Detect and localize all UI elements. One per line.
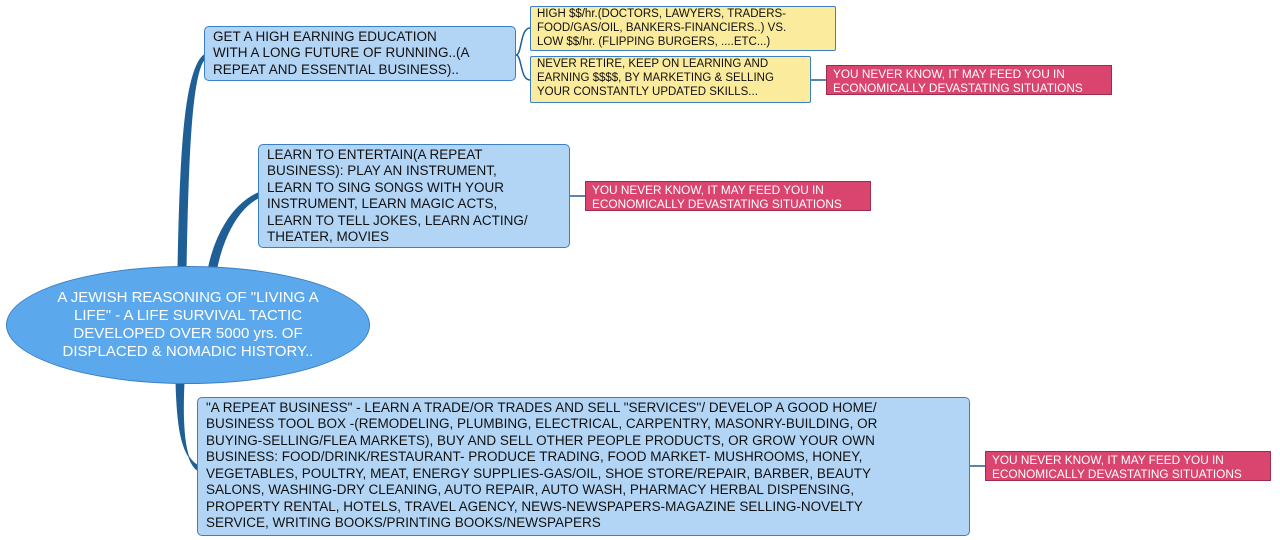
note-feed-you-2: YOU NEVER KNOW, IT MAY FEED YOU IN ECONO…: [585, 181, 871, 211]
leaf-high-vs-low-pay: HIGH $$/hr.(DOCTORS, LAWYERS, TRADERS- F…: [530, 6, 836, 51]
central-topic: A JEWISH REASONING OF "LIVING A LIFE" - …: [6, 266, 370, 384]
leaf-never-retire: NEVER RETIRE, KEEP ON LEARNING AND EARNI…: [530, 56, 811, 103]
connector-root-to-education: [177, 53, 205, 271]
connector-root-to-business: [175, 381, 198, 472]
note-feed-you-3: YOU NEVER KNOW, IT MAY FEED YOU IN ECONO…: [985, 451, 1271, 481]
branch-repeat-business: "A REPEAT BUSINESS" - LEARN A TRADE/OR T…: [197, 397, 970, 536]
branch-entertain: LEARN TO ENTERTAIN(A REPEAT BUSINESS): P…: [258, 144, 570, 248]
connector-education-to-retire: [515, 54, 531, 81]
connector-education-to-highlow: [515, 27, 531, 56]
central-topic-text: A JEWISH REASONING OF "LIVING A LIFE" - …: [57, 289, 319, 360]
note-feed-you-1: YOU NEVER KNOW, IT MAY FEED YOU IN ECONO…: [826, 65, 1112, 95]
branch-education: GET A HIGH EARNING EDUCATION WITH A LONG…: [204, 26, 516, 81]
connector-root-to-entertain: [207, 192, 259, 273]
